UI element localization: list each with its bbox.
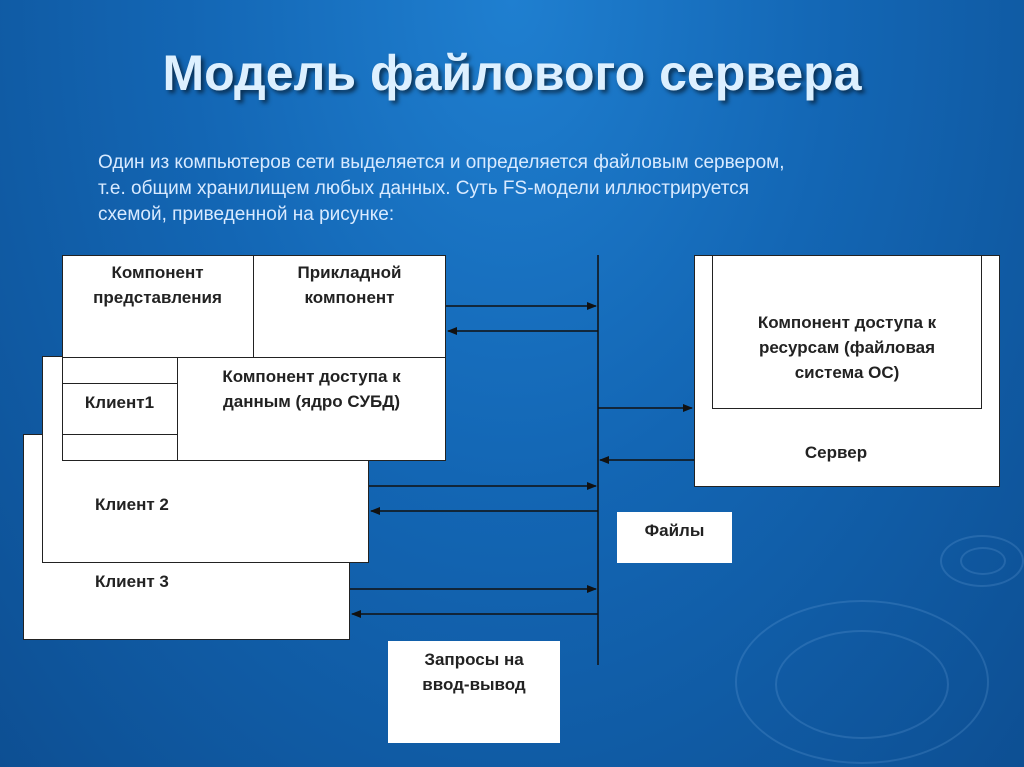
ripple-decoration (735, 600, 989, 764)
data-access-component-label: Компонент доступа к данным (ядро СУБД) (222, 367, 401, 411)
ripple-decoration (960, 547, 1006, 575)
client1-box (62, 255, 446, 461)
intro-line: т.е. общим хранилищем любых данных. Суть… (98, 178, 750, 199)
client3-label: Клиент 3 (95, 572, 169, 591)
divider (62, 434, 177, 435)
io-requests-box (388, 641, 560, 743)
intro-line: Один из компьютеров сети выделяется и оп… (98, 152, 785, 173)
io-requests-label: Запросы на ввод-вывод (422, 650, 526, 694)
presentation-component-label: Компонент представления (93, 263, 222, 307)
resource-access-component-label: Компонент доступа к ресурсам (файловая с… (757, 313, 937, 382)
client2-label: Клиент 2 (95, 495, 169, 514)
divider (177, 357, 178, 461)
slide-title: Модель файлового сервера (162, 45, 862, 101)
intro-text: Один из компьютеров сети выделяется и оп… (98, 150, 958, 228)
ripple-decoration (775, 630, 949, 739)
divider (62, 357, 446, 358)
ripple-decoration (940, 535, 1024, 587)
resource-access-box (712, 255, 982, 409)
client1-label: Клиент1 (84, 393, 155, 412)
divider (62, 383, 177, 384)
server-label: Сервер (804, 443, 868, 462)
files-box (617, 512, 732, 563)
application-component-label: Прикладной компонент (297, 263, 402, 307)
divider (253, 255, 254, 357)
files-label: Файлы (644, 521, 705, 540)
intro-line: схемой, приведенной на рисунке: (98, 204, 395, 225)
